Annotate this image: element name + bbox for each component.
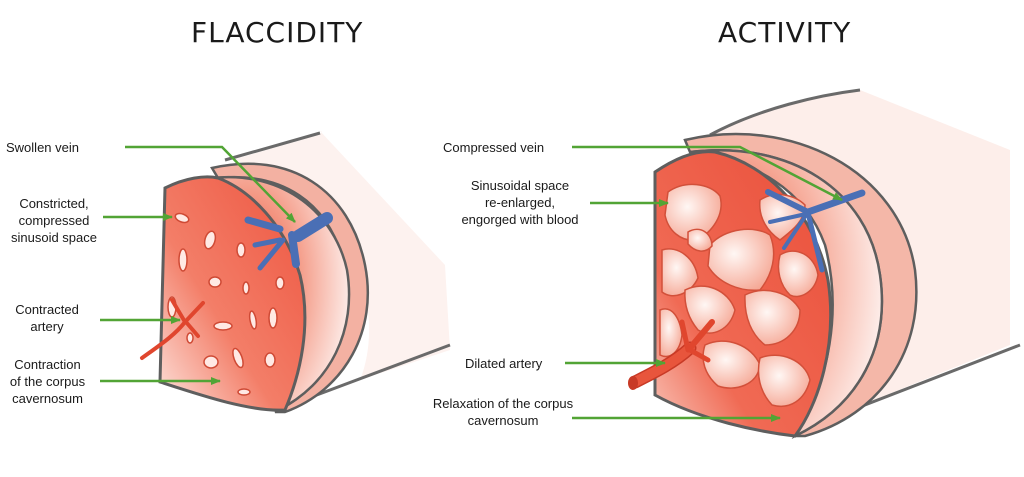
label-sinusoidal-space: Sinusoidal space re-enlarged, engorged w…	[461, 178, 579, 227]
active-cross-section	[628, 88, 1021, 439]
active-shaft-top-outline	[709, 88, 861, 137]
label-dilated-artery: Dilated artery	[465, 356, 543, 371]
contracted-artery	[140, 298, 205, 360]
label-compressed-vein: Compressed vein	[443, 140, 545, 155]
label-contracted-artery: Contracted artery	[15, 302, 79, 334]
arrow-swollen-vein	[125, 145, 296, 223]
flaccidity-title: FLACCIDITY	[191, 16, 364, 49]
label-swollen-vein: Swollen vein	[6, 140, 79, 155]
enlarged-sinusoids	[659, 183, 819, 407]
flaccid-shaft-body	[232, 131, 450, 380]
label-constricted-sinusoid: Constricted, compressed sinusoid space	[11, 196, 97, 245]
flaccid-front-face	[158, 175, 307, 412]
flaccid-cross-section	[140, 131, 451, 414]
label-contraction-corpus: Contraction of the corpus cavernosum	[9, 357, 86, 406]
label-relaxation-corpus: Relaxation of the corpus cavernosum	[432, 396, 574, 428]
swollen-vein	[244, 212, 333, 271]
activity-title: ACTIVITY	[718, 16, 852, 49]
flaccid-shaft-top-outline	[224, 131, 321, 162]
flaccid-pointer-arrows	[100, 145, 296, 385]
arrow-compressed-vein	[572, 145, 843, 202]
active-pointer-arrows	[565, 145, 843, 422]
compressed-vein	[765, 189, 866, 273]
